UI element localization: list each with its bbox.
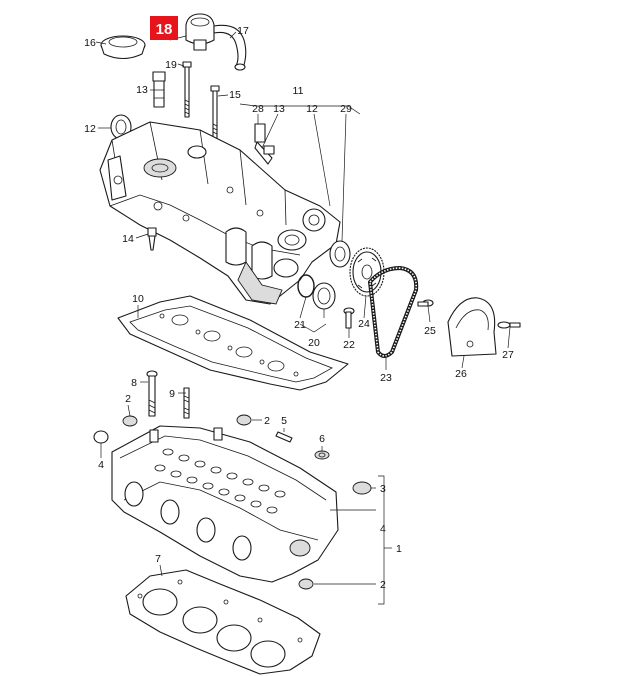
head-bolt-8-part[interactable]: [146, 370, 158, 417]
callout-12-right[interactable]: 12: [306, 103, 318, 115]
highlighted-part-callout[interactable]: 18: [150, 16, 178, 40]
callout-25[interactable]: 25: [424, 325, 436, 337]
bolt-27-part[interactable]: [497, 321, 521, 329]
breather-hose-part[interactable]: [213, 24, 247, 71]
seal-6-part[interactable]: [314, 450, 330, 460]
callout-10[interactable]: 10: [132, 293, 144, 305]
callout-15[interactable]: 15: [229, 89, 241, 101]
sensor-28-part[interactable]: [254, 123, 275, 165]
sealing-plug-2a-part[interactable]: [122, 415, 138, 427]
callout-labels: 16 17 19 13 15 12 11 28 13 12 29 14 21 2…: [84, 25, 514, 591]
callout-16[interactable]: 16: [84, 37, 96, 49]
callout-8[interactable]: 8: [131, 377, 137, 389]
o-ring-21-part[interactable]: [297, 274, 315, 298]
callout-1[interactable]: 1: [396, 543, 402, 555]
stud-9-part[interactable]: [183, 387, 190, 419]
callout-26[interactable]: 26: [455, 368, 467, 380]
callout-2-bottom[interactable]: 2: [380, 579, 386, 591]
dowel-pin-5-part[interactable]: [275, 431, 293, 443]
callout-17[interactable]: 17: [237, 25, 249, 37]
bolt-19-part[interactable]: [182, 61, 192, 118]
callout-13-right[interactable]: 13: [273, 103, 285, 115]
control-valve-13-part[interactable]: [152, 71, 166, 108]
breather-valve-part[interactable]: [185, 13, 215, 51]
callout-3[interactable]: 3: [380, 483, 386, 495]
bolt-25-part[interactable]: [417, 299, 434, 307]
cover-20-part[interactable]: [312, 282, 336, 310]
callout-13-left[interactable]: 13: [136, 84, 148, 96]
cylinder-head-part[interactable]: [111, 425, 339, 583]
callout-14[interactable]: 14: [122, 233, 134, 245]
cover-gasket-part[interactable]: [117, 295, 349, 391]
callout-5[interactable]: 5: [281, 415, 287, 427]
sealing-plug-2c-part[interactable]: [298, 578, 314, 590]
callout-2-top-right[interactable]: 2: [264, 415, 270, 427]
head-gasket-part[interactable]: [125, 569, 321, 675]
callout-29[interactable]: 29: [340, 103, 352, 115]
cylinder-head-cover-part[interactable]: [99, 121, 341, 305]
bolt-22-part[interactable]: [343, 307, 355, 329]
callout-6[interactable]: 6: [319, 433, 325, 445]
callout-11[interactable]: 11: [293, 85, 304, 97]
timing-belt-part[interactable]: [368, 266, 419, 358]
callout-4-left[interactable]: 4: [98, 459, 104, 471]
callout-4-right[interactable]: 4: [380, 523, 386, 535]
callout-9[interactable]: 9: [169, 388, 175, 400]
seal-29-part[interactable]: [329, 240, 351, 268]
callout-19[interactable]: 19: [165, 59, 177, 71]
plug-14-part[interactable]: [147, 227, 157, 251]
camshaft-sprocket-part[interactable]: [349, 247, 385, 297]
callout-22[interactable]: 22: [343, 339, 355, 351]
callout-27[interactable]: 27: [502, 349, 514, 361]
cap-3-part[interactable]: [352, 481, 372, 495]
callout-23[interactable]: 23: [380, 372, 392, 384]
highlighted-part-number: 18: [156, 21, 173, 38]
callout-2-top-left[interactable]: 2: [125, 393, 131, 405]
cup-plug-4-part[interactable]: [93, 430, 109, 444]
callout-24[interactable]: 24: [358, 318, 370, 330]
callout-20[interactable]: 20: [308, 337, 320, 349]
callout-12-left[interactable]: 12: [84, 123, 96, 135]
timing-belt-cover-part[interactable]: [447, 297, 497, 357]
sealing-plug-2b-part[interactable]: [236, 414, 252, 426]
callout-28[interactable]: 28: [252, 103, 264, 115]
oil-filler-cap-part[interactable]: [100, 35, 146, 60]
callout-21[interactable]: 21: [294, 319, 306, 331]
bolt-15-part[interactable]: [210, 85, 220, 140]
callout-7[interactable]: 7: [155, 553, 161, 565]
